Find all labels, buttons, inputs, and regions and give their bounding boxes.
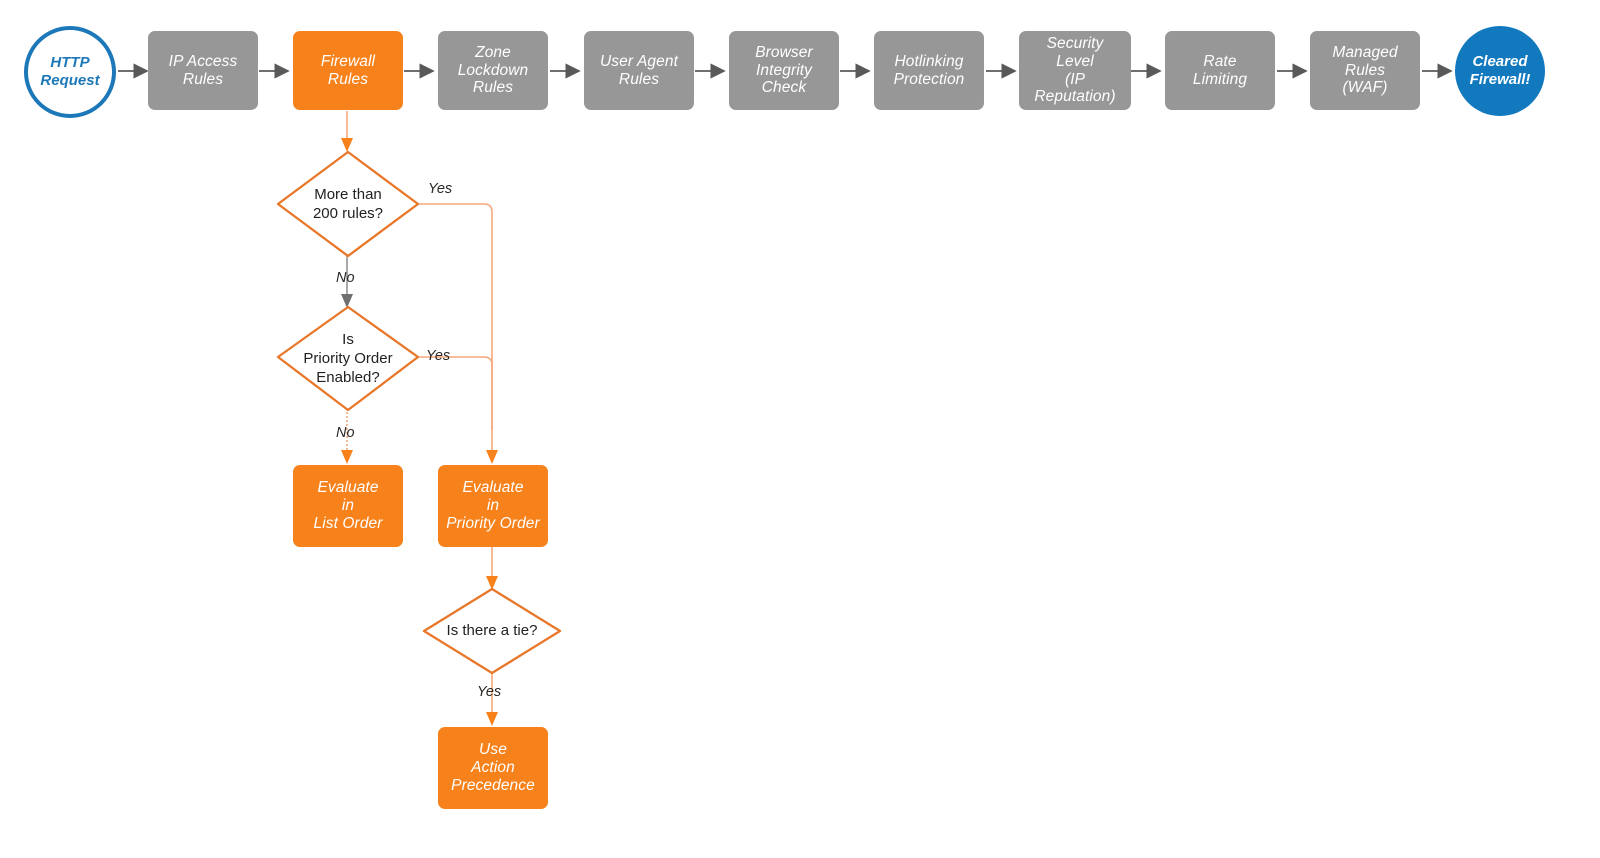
node-zone-lockdown-rules-label: Zone Lockdown Rules xyxy=(457,43,529,97)
node-managed-rules-waf[interactable]: Managed Rules (WAF) xyxy=(1310,31,1420,110)
edge-label-priority-order-yes: Yes xyxy=(426,348,451,364)
edge-decision2-yes xyxy=(418,356,493,430)
node-cleared-firewall-label: Cleared Firewall! xyxy=(1469,53,1531,88)
node-use-action-precedence-label: Use Action Precedence xyxy=(451,741,535,794)
node-browser-integrity-check[interactable]: Browser Integrity Check xyxy=(729,31,839,110)
node-rate-limiting-label: Rate Limiting xyxy=(1192,52,1248,88)
node-more-than-200-rules-label: More than 200 rules? xyxy=(312,185,384,222)
edge-label-tie-yes: Yes xyxy=(477,684,502,700)
node-is-there-a-tie-label: Is there a tie? xyxy=(446,622,538,640)
edge-decision1-yes xyxy=(418,203,493,452)
node-hotlinking-protection[interactable]: Hotlinking Protection xyxy=(874,31,984,110)
node-http-request[interactable]: HTTP Request xyxy=(24,26,116,118)
node-evaluate-in-priority-order-label: Evaluate in Priority Order xyxy=(446,479,540,532)
node-managed-rules-waf-label: Managed Rules (WAF) xyxy=(1332,43,1398,97)
node-zone-lockdown-rules[interactable]: Zone Lockdown Rules xyxy=(438,31,548,110)
edge-label-priority-order-no: No xyxy=(336,425,355,441)
node-evaluate-in-list-order[interactable]: Evaluate in List Order xyxy=(293,465,403,547)
node-security-level[interactable]: Security Level (IP Reputation) xyxy=(1019,31,1131,110)
node-cleared-firewall[interactable]: Cleared Firewall! xyxy=(1455,26,1545,116)
edge-firewall-to-decision1 xyxy=(341,111,353,152)
node-ip-access-rules[interactable]: IP Access Rules xyxy=(148,31,258,110)
node-firewall-rules-label: Firewall Rules xyxy=(320,52,376,88)
node-firewall-rules[interactable]: Firewall Rules xyxy=(293,31,403,110)
node-ip-access-rules-label: IP Access Rules xyxy=(168,52,238,88)
node-evaluate-in-list-order-label: Evaluate in List Order xyxy=(313,479,383,532)
node-is-priority-order-enabled-label: Is Priority Order Enabled? xyxy=(303,330,393,387)
node-more-than-200-rules[interactable]: More than 200 rules? xyxy=(278,152,418,256)
node-rate-limiting[interactable]: Rate Limiting xyxy=(1165,31,1275,110)
node-user-agent-rules-label: User Agent Rules xyxy=(600,52,678,88)
node-user-agent-rules[interactable]: User Agent Rules xyxy=(584,31,694,110)
node-http-request-label: HTTP Request xyxy=(40,54,100,89)
node-security-level-label: Security Level (IP Reputation) xyxy=(1034,34,1116,106)
node-use-action-precedence[interactable]: Use Action Precedence xyxy=(438,727,548,809)
node-hotlinking-protection-label: Hotlinking Protection xyxy=(893,52,965,88)
node-is-there-a-tie[interactable]: Is there a tie? xyxy=(424,589,560,673)
node-is-priority-order-enabled[interactable]: Is Priority Order Enabled? xyxy=(278,307,418,410)
edge-label-more-than-200-no: No xyxy=(336,270,355,286)
node-browser-integrity-check-label: Browser Integrity Check xyxy=(755,43,813,97)
edge-label-more-than-200-yes: Yes xyxy=(428,181,453,197)
edge-priority-to-tie xyxy=(486,547,498,590)
edge-decision1-yes-head xyxy=(486,450,498,464)
node-evaluate-in-priority-order[interactable]: Evaluate in Priority Order xyxy=(438,465,548,547)
